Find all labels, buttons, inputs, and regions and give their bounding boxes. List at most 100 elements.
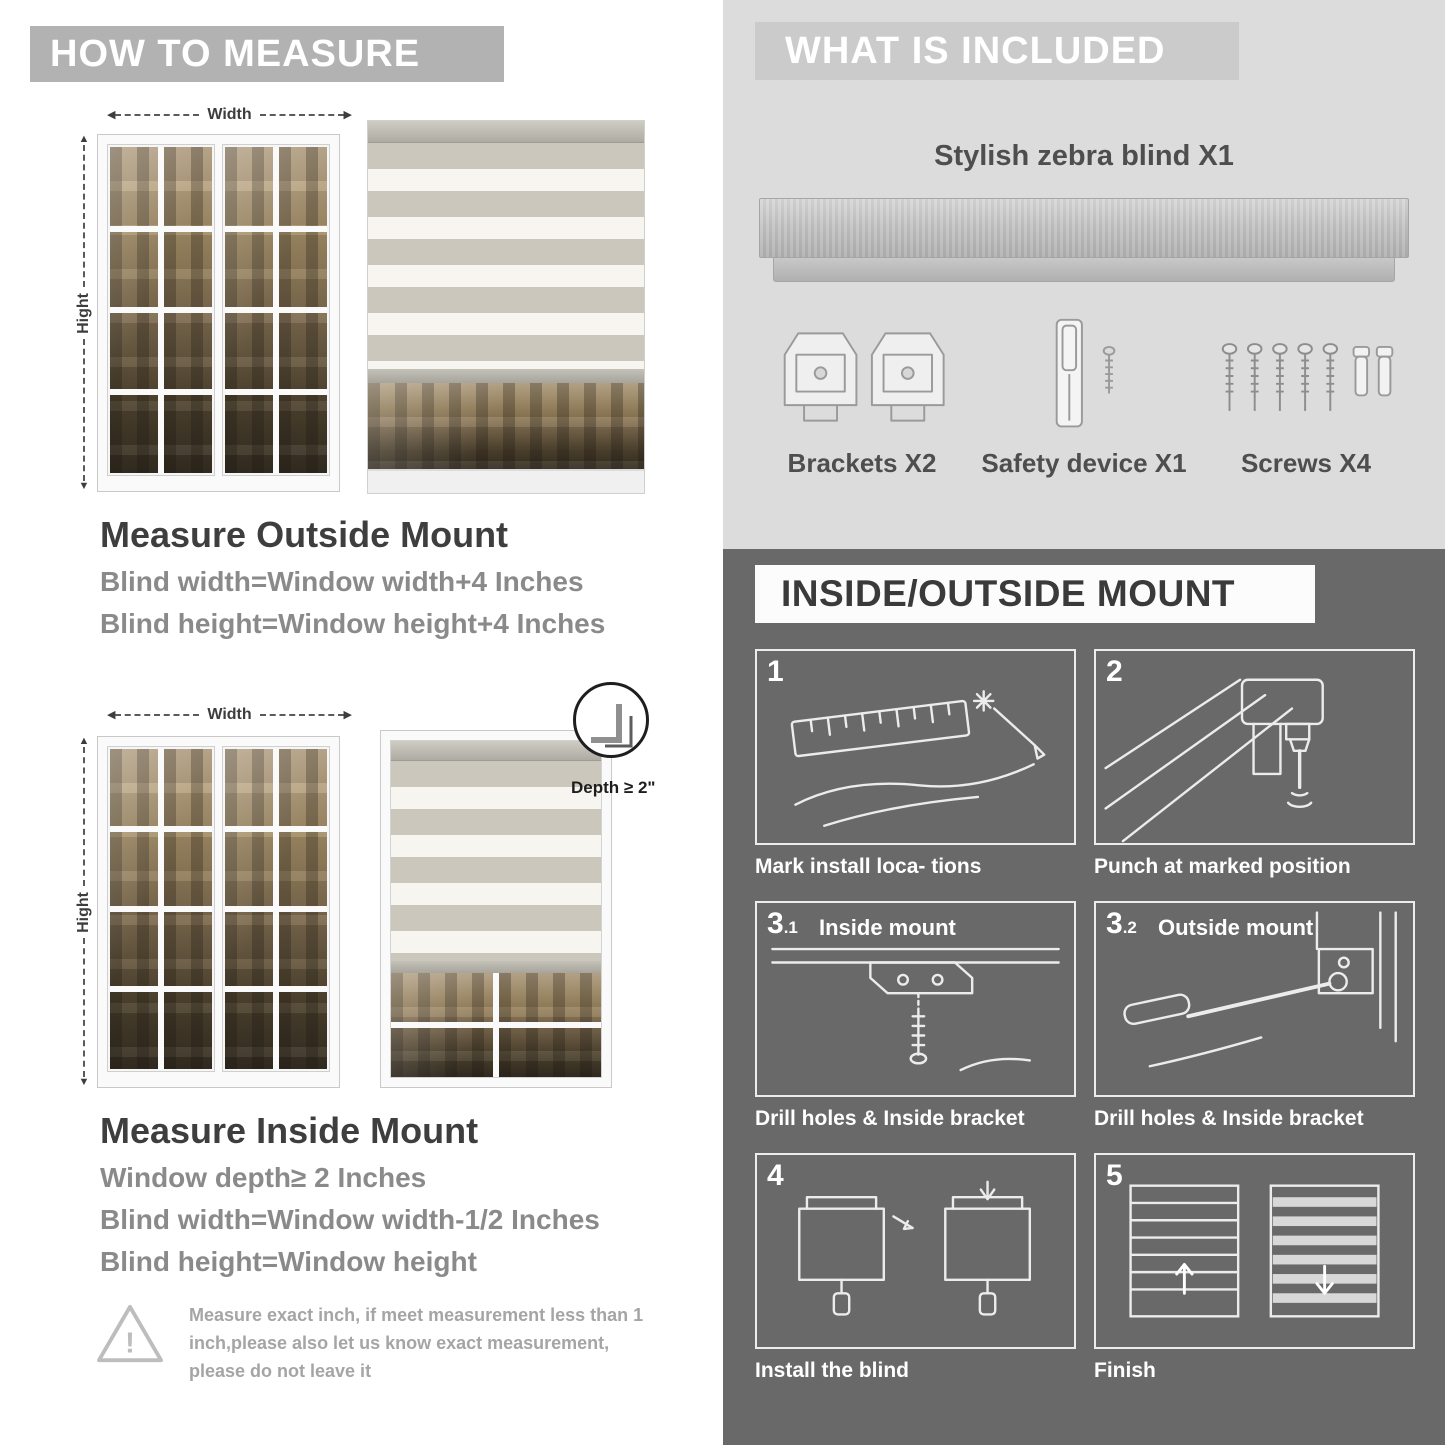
step-number-text: 3	[1106, 907, 1123, 940]
inside-mount-rule-depth: Window depth≥ 2 Inches	[100, 1162, 427, 1193]
blind-item-label: Stylish zebra blind X1	[934, 140, 1234, 172]
window-muntin	[110, 986, 212, 992]
depth-label: Depth ≥ 2"	[571, 778, 656, 797]
outside-mount-title: Measure Outside Mount	[100, 514, 509, 555]
inside-outside-mount-section: INSIDE/OUTSIDE MOUNT	[723, 549, 1445, 1445]
arrow-down-icon: ▼	[78, 1076, 90, 1088]
width-label: Width	[207, 106, 252, 123]
outside-mount-rule-width: Blind width=Window width+4 Inches	[100, 566, 584, 597]
window-muntin	[225, 388, 327, 395]
dashed-line	[115, 114, 200, 116]
blind-cassette	[391, 741, 601, 761]
blind-stripes	[391, 761, 601, 961]
dashed-line	[83, 747, 85, 886]
step-caption: Install the blind	[755, 1359, 910, 1382]
blind-inside-window	[391, 741, 601, 1077]
mount-header: INSIDE/OUTSIDE MOUNT	[755, 565, 1315, 623]
arrow-up-icon: ▲	[78, 735, 90, 747]
step-number: 3.2	[1106, 909, 1137, 939]
outside-bracket-illustration	[1123, 911, 1397, 1068]
window-photo	[97, 134, 340, 492]
step-caption: Punch at marked position	[1094, 855, 1351, 878]
inside-mount-rule-width: Blind width=Window width-1/2 Inches	[100, 1204, 600, 1235]
zebra-blind-outside-mount	[367, 120, 645, 494]
window-muntin	[225, 225, 327, 232]
how-to-measure-section: HOW TO MEASURE ◀ Width ▶ ▲ Hight ▼	[0, 0, 710, 1445]
included-item-safety-device: Safety device X1	[973, 314, 1195, 479]
arrow-right-icon: ▶	[343, 108, 352, 121]
window-below-blind	[368, 383, 644, 469]
blind-bottom-rail	[391, 961, 601, 973]
how-to-measure-header: HOW TO MEASURE	[30, 26, 504, 82]
window-sill	[368, 469, 644, 493]
arrow-up-icon: ▲	[78, 133, 90, 145]
dashed-line	[115, 714, 200, 716]
step-3-1-panel: 3.1 Inside mount	[755, 901, 1076, 1097]
window-photo	[97, 736, 340, 1088]
arrow-left-icon: ◀	[107, 708, 116, 721]
window-muntin	[225, 826, 327, 832]
height-arrow: ▲ Hight ▼	[75, 736, 93, 1088]
arrow-right-icon: ▶	[343, 708, 352, 721]
step-number-text: 5	[1106, 1159, 1123, 1192]
step-5: 5 Finish	[1094, 1153, 1415, 1383]
zebra-blind-headrail	[759, 198, 1409, 258]
window-muntin	[110, 826, 212, 832]
blind-bottom-rail	[368, 369, 644, 383]
arrow-down-icon: ▼	[78, 480, 90, 492]
height-label: Hight	[75, 292, 92, 334]
brackets-icon	[783, 332, 945, 422]
dashed-line	[259, 114, 344, 116]
dashed-line	[83, 145, 85, 287]
finish-illustration	[1129, 1184, 1380, 1318]
blind-cassette	[368, 121, 644, 143]
inside-bracket-illustration	[771, 947, 1060, 1072]
installation-steps: 1 Mark install loca- tions	[755, 649, 1415, 1383]
what-is-included-header: WHAT IS INCLUDED	[755, 22, 1239, 80]
frame-corner-icon	[591, 704, 633, 748]
window-muntin	[110, 225, 212, 232]
outside-mount-rule-height: Blind height=Window height+4 Inches	[100, 608, 606, 639]
warning-icon: !	[97, 1304, 163, 1363]
step-number: 4	[767, 1161, 784, 1191]
screws-icon	[1221, 343, 1394, 412]
window-sash	[223, 145, 329, 475]
step-number-sub: .1	[783, 918, 798, 937]
step-number: 1	[767, 657, 784, 687]
step-caption: Finish	[1094, 1359, 1156, 1382]
step-subtitle: Outside mount	[1158, 915, 1314, 940]
step-number: 5	[1106, 1161, 1123, 1191]
step-3-1: 3.1 Inside mount Drill holes & Inside br…	[755, 901, 1076, 1131]
inside-mount-figure: ◀ Width ▶ ▲ Hight ▼	[75, 682, 655, 1098]
measurement-warning: ! Measure exact inch, if meet measuremen…	[95, 1302, 645, 1386]
how-to-measure-title: HOW TO MEASURE	[50, 32, 421, 75]
window-muntin	[225, 986, 327, 992]
height-arrow: ▲ Hight ▼	[75, 134, 93, 492]
step-number: 2	[1106, 657, 1123, 687]
step-3-2: 3.2 Outside mount Drill holes & Inside b…	[1094, 901, 1415, 1131]
dashed-line	[83, 938, 85, 1077]
drill-illustration	[1104, 678, 1324, 843]
step-number-text: 2	[1106, 655, 1123, 688]
step-1: 1 Mark install loca- tions	[755, 649, 1076, 879]
dashed-line	[259, 714, 344, 716]
window-muntin	[110, 906, 212, 912]
arrow-left-icon: ◀	[107, 108, 116, 121]
blind-stripes	[368, 143, 644, 369]
step-number-text: 1	[767, 655, 784, 688]
step-1-panel: 1	[755, 649, 1076, 845]
svg-text:!: !	[125, 1327, 135, 1359]
zebra-blind-fabric-roll	[773, 258, 1395, 282]
window-muntin	[225, 307, 327, 313]
window-sash	[223, 747, 329, 1071]
step-4-panel: 4	[755, 1153, 1076, 1349]
depth-callout-icon	[573, 682, 649, 758]
window-muntin	[225, 906, 327, 912]
what-is-included-title: WHAT IS INCLUDED	[785, 29, 1166, 72]
window-below-blind	[391, 973, 601, 1077]
warning-text: Measure exact inch, if meet measurement …	[189, 1305, 644, 1381]
step-caption: Drill holes & Inside bracket	[755, 1107, 1025, 1130]
step-number: 3.1	[767, 909, 798, 939]
included-item-brackets: Brackets X2	[751, 314, 973, 479]
